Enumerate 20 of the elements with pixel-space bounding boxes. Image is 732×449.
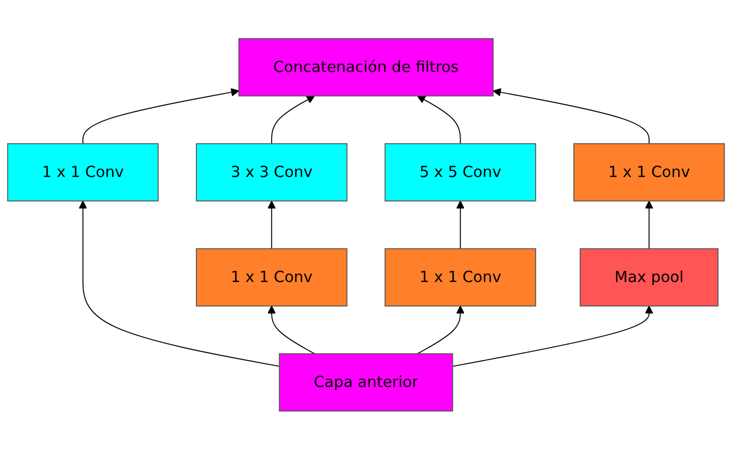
node-box: 1 x 1 Conv [384, 248, 536, 306]
node-box: Concatenación de filtros [238, 38, 494, 96]
arrow [267, 305, 315, 354]
node-box: 1 x 1 Conv [7, 142, 159, 202]
arrow [492, 88, 650, 144]
arrow [78, 200, 280, 366]
arrow [644, 200, 654, 249]
node-box: Max pool [580, 248, 718, 306]
node-box: 1 x 1 Conv [196, 248, 348, 306]
node-box: 3 x 3 Conv [196, 142, 348, 202]
arrow [456, 200, 465, 249]
node-box: 1 x 1 Conv [573, 142, 725, 202]
arrow [417, 95, 461, 144]
arrow [271, 95, 315, 144]
node-box: Capa anterior [278, 352, 454, 412]
arrow [417, 305, 465, 354]
node-box: 5 x 5 Conv [384, 142, 536, 202]
arrow [82, 88, 240, 144]
arrow [452, 305, 654, 366]
arrow [267, 200, 276, 249]
